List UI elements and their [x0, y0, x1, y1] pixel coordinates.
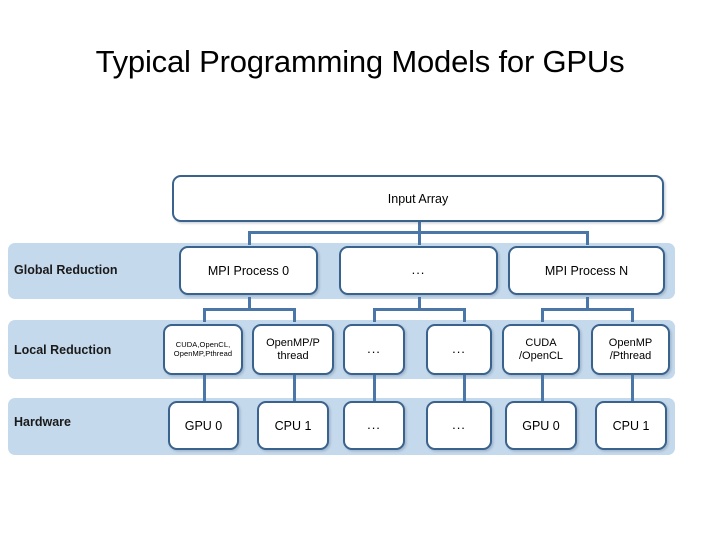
connector-local-hw-4: [463, 375, 466, 401]
connector-root-drop-2: [418, 231, 421, 245]
node-local-openmp-pthread-a[interactable]: OpenMP/P thread: [252, 324, 334, 375]
node-hw-gpu-0-a-label: GPU 0: [184, 418, 223, 433]
band-label-local-reduction: Local Reduction: [14, 343, 112, 357]
band-label-hardware: Hardware: [14, 415, 71, 429]
connector-local-hw-5: [541, 375, 544, 401]
page-title: Typical Programming Models for GPUs: [95, 44, 625, 79]
node-input-array[interactable]: Input Array: [172, 175, 664, 222]
node-local-ellipsis-1-label: ...: [367, 341, 381, 357]
connector-local-hw-6: [631, 375, 634, 401]
node-local-ellipsis-2-label: ...: [452, 341, 466, 357]
connector-fork-a-stem: [248, 297, 251, 309]
node-hw-gpu-0-b-label: GPU 0: [522, 418, 560, 433]
connector-fork-a-drop-2: [293, 308, 296, 322]
node-hw-ellipsis-2[interactable]: ...: [426, 401, 492, 450]
node-mpi-process-0-label: MPI Process 0: [207, 263, 290, 278]
node-hw-ellipsis-2-label: ...: [452, 417, 466, 433]
node-local-ellipsis-1[interactable]: ...: [343, 324, 405, 375]
node-input-array-label: Input Array: [387, 191, 449, 206]
node-hw-gpu-0-b[interactable]: GPU 0: [505, 401, 577, 450]
node-global-ellipsis-label: ...: [411, 262, 426, 278]
node-local-cuda-opencl-openmp-pthread-label: CUDA,OpenCL, OpenMP,Pthread: [173, 340, 233, 358]
connector-local-hw-2: [293, 375, 296, 401]
connector-fork-b-drop-2: [463, 308, 466, 322]
connector-fork-c-drop-1: [541, 308, 544, 322]
connector-fork-c-drop-2: [631, 308, 634, 322]
connector-local-hw-1: [203, 375, 206, 401]
connector-fork-b-bus: [373, 308, 465, 311]
node-mpi-process-n[interactable]: MPI Process N: [508, 246, 665, 295]
node-local-ellipsis-2[interactable]: ...: [426, 324, 492, 375]
node-hw-ellipsis-1[interactable]: ...: [343, 401, 405, 450]
node-local-openmp-pthread-b-label: OpenMP /Pthread: [608, 337, 653, 362]
connector-fork-b-drop-1: [373, 308, 376, 322]
node-hw-gpu-0-a[interactable]: GPU 0: [168, 401, 239, 450]
node-hw-cpu-1-a-label: CPU 1: [274, 418, 312, 433]
connector-fork-b-stem: [418, 297, 421, 309]
connector-local-hw-3: [373, 375, 376, 401]
node-hw-cpu-1-a[interactable]: CPU 1: [257, 401, 329, 450]
node-hw-cpu-1-b-label: CPU 1: [612, 418, 650, 433]
connector-fork-a-bus: [203, 308, 295, 311]
node-mpi-process-n-label: MPI Process N: [544, 263, 629, 278]
node-local-cuda-opencl[interactable]: CUDA /OpenCL: [502, 324, 580, 375]
connector-root-drop-3: [586, 231, 589, 245]
node-mpi-process-0[interactable]: MPI Process 0: [179, 246, 318, 295]
node-local-cuda-opencl-label: CUDA /OpenCL: [518, 337, 564, 362]
connector-fork-a-drop-1: [203, 308, 206, 322]
node-local-openmp-pthread-b[interactable]: OpenMP /Pthread: [591, 324, 670, 375]
node-local-openmp-pthread-a-label: OpenMP/P thread: [266, 337, 320, 362]
connector-fork-c-stem: [586, 297, 589, 309]
connector-fork-c-bus: [541, 308, 633, 311]
connector-root-drop-1: [248, 231, 251, 245]
node-hw-ellipsis-1-label: ...: [367, 417, 381, 433]
node-hw-cpu-1-b[interactable]: CPU 1: [595, 401, 667, 450]
band-label-global-reduction: Global Reduction: [14, 263, 118, 277]
node-global-ellipsis[interactable]: ...: [339, 246, 498, 295]
node-local-cuda-opencl-openmp-pthread[interactable]: CUDA,OpenCL, OpenMP,Pthread: [163, 324, 243, 375]
